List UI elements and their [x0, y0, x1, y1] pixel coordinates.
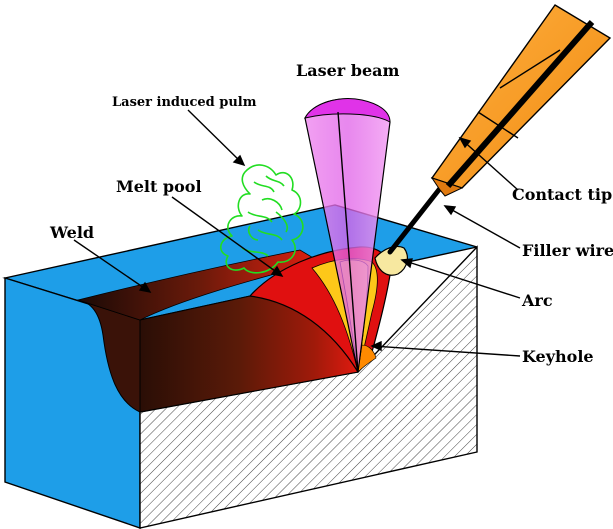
weld-bead-top	[76, 249, 322, 321]
label-keyhole: Keyhole	[522, 347, 594, 366]
contact-tip-inner-bore	[445, 20, 595, 188]
laser-beam-top	[304, 98, 391, 123]
laser-beam-edge-line	[337, 111, 359, 373]
filler-wire	[387, 179, 448, 255]
contact-tip-edge-line	[499, 49, 561, 89]
weld-cross-section	[77, 299, 141, 413]
label-weld: Weld	[49, 223, 94, 242]
label-contact-tip: Contact tip	[512, 185, 612, 204]
label-arc: Arc	[521, 291, 553, 310]
label-melt-pool: Melt pool	[116, 177, 202, 196]
label-filler-wire: Filler wire	[522, 241, 613, 260]
label-laser-beam: Laser beam	[296, 61, 400, 80]
laser-induced-plume	[220, 164, 304, 274]
contact-tip-band-line	[477, 111, 519, 139]
keyhole-tip	[357, 344, 377, 373]
leader-lines	[73, 109, 521, 357]
label-laser-induced-plume: Laser induced pulm	[112, 95, 257, 110]
